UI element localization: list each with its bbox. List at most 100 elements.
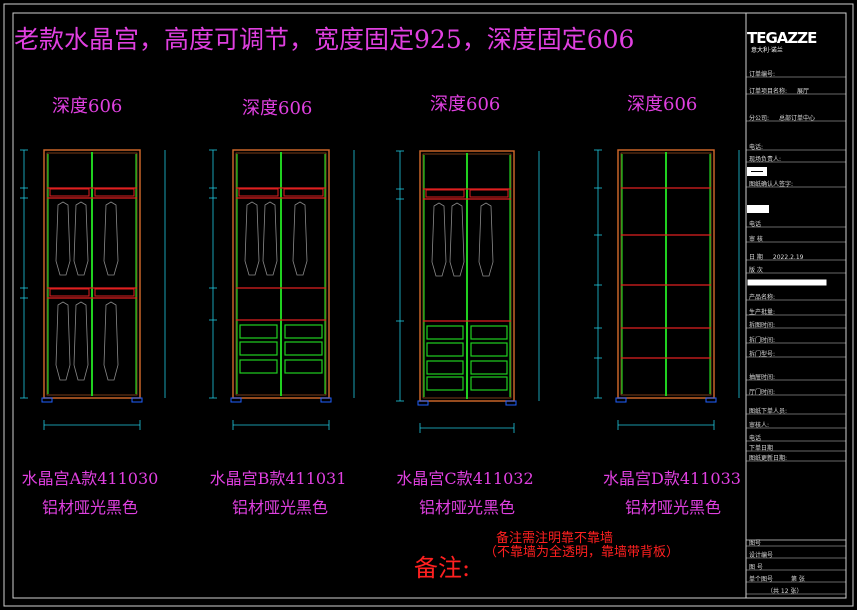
cabinet-b-drawer-left-0 bbox=[239, 324, 278, 339]
inner-border bbox=[12, 12, 847, 599]
tb-row-12: 拆图时间: bbox=[749, 320, 785, 329]
cabinet-d-frame bbox=[617, 149, 715, 399]
tb-row-label: 审核人: bbox=[749, 422, 770, 429]
finish-label-b: 铝材哑光黑色 bbox=[231, 498, 328, 517]
tb-bottom-label: 图号 bbox=[749, 540, 762, 547]
cabinet-b-drawer-right-0 bbox=[284, 324, 323, 339]
tb-row-label: 分公司: bbox=[749, 115, 770, 122]
tb-row-label: 厅门时间: bbox=[749, 389, 776, 396]
cabinet-c-rail-left-0 bbox=[425, 189, 465, 198]
depth-label-c: 深度606 bbox=[430, 94, 501, 115]
tb-row-3: 电话: bbox=[749, 142, 773, 151]
tb-row-14: 拆门型号: bbox=[749, 349, 785, 358]
tb-row-label: 抽屉时间: bbox=[749, 374, 776, 381]
cabinet-b-foot-left bbox=[230, 397, 242, 403]
tb-redact-2 bbox=[747, 205, 769, 213]
tb-row-7: 审 核 bbox=[749, 234, 773, 243]
remark-label: 备注: bbox=[414, 554, 471, 582]
tb-row-label: 图纸确认人签字: bbox=[749, 181, 794, 188]
depth-label-b: 深度606 bbox=[242, 98, 313, 119]
cabinet-d-foot-right bbox=[705, 397, 717, 403]
tb-row-18: 审核人: bbox=[749, 420, 779, 429]
model-label-b: 水晶宫B款411031 bbox=[209, 469, 347, 488]
tb-row-13: 拆门时间: bbox=[749, 335, 785, 344]
tb-row-label: 图纸下单人员: bbox=[749, 408, 788, 415]
tb-row-16: 厅门时间: bbox=[749, 387, 785, 396]
remark-line2: （不靠墙为全透明，靠墙带背板） bbox=[484, 545, 680, 560]
depth-label-d: 深度606 bbox=[627, 94, 698, 115]
tb-row-label: 拆图时间: bbox=[749, 322, 776, 329]
cabinet-a-garment-1-0 bbox=[55, 301, 71, 381]
brand-logo: TEGAZZE 意大利·诺兰 bbox=[747, 29, 817, 54]
cabinet-b-drawer-left-1 bbox=[239, 341, 278, 356]
cabinet-a-rail-right-0 bbox=[94, 188, 135, 197]
tb-row-label: 电话: bbox=[749, 144, 764, 151]
cabinet-b-drawer-right-1 bbox=[284, 341, 323, 356]
tb-bottom-row-1: 设计编号 bbox=[749, 550, 791, 559]
cabinet-a-garment-0-0 bbox=[55, 201, 71, 276]
model-label-c: 水晶宫C款411032 bbox=[396, 469, 534, 488]
tb-redact-3 bbox=[747, 279, 827, 286]
cabinet-b-rail-right-0 bbox=[283, 188, 324, 197]
tb-row-10: 产品名称: bbox=[749, 292, 785, 301]
cabinet-b-garment-0-0 bbox=[244, 201, 260, 276]
tb-redact-1 bbox=[747, 167, 767, 176]
tb-row-0: 订单编号: bbox=[749, 69, 785, 78]
finish-label-c: 铝材哑光黑色 bbox=[418, 498, 515, 517]
tb-row-21: 图纸更新日期: bbox=[749, 453, 797, 462]
tb-bottom-row-0: 图号 bbox=[749, 538, 779, 547]
cabinet-a-rail-left-1 bbox=[49, 288, 90, 297]
cabinet-a-garment-1-2 bbox=[103, 301, 119, 381]
tb-row-label: 现场负责人: bbox=[749, 156, 782, 163]
cabinet-c-drawer-left-0 bbox=[426, 325, 464, 340]
drawing-title: 老款水晶宫，高度可调节，宽度固定925，深度固定606 bbox=[14, 25, 635, 54]
tb-bottom-row-2: 图 号 bbox=[749, 562, 781, 571]
tb-row-1: 订单项目名称: 展厅 bbox=[749, 86, 809, 95]
tb-bottom-row-3: 单个图号第 张 bbox=[749, 574, 805, 583]
tb-row-9: 版 次 bbox=[749, 265, 773, 274]
tb-row-label: 日 期 bbox=[749, 254, 763, 261]
cabinet-b-rail-left-0 bbox=[238, 188, 279, 197]
cabinet-c-drawer-right-2 bbox=[470, 360, 508, 375]
tb-row-20: 下单日期 bbox=[749, 443, 783, 452]
cabinet-c-garment-0-2 bbox=[478, 202, 494, 277]
model-label-a: 水晶宫A款411030 bbox=[21, 469, 159, 488]
tb-row-4: 现场负责人: bbox=[749, 154, 791, 163]
cabinet-c-drawer-right-0 bbox=[470, 325, 508, 340]
cabinet-c-garment-0-1 bbox=[449, 202, 465, 277]
cabinet-b-frame bbox=[232, 149, 330, 399]
cabinet-c-drawer-right-3 bbox=[470, 376, 508, 391]
cabinet-b-foot-right bbox=[320, 397, 332, 403]
tb-bottom-value: （共 12 张） bbox=[767, 588, 803, 595]
cabinet-a-foot-left bbox=[41, 397, 53, 403]
tb-row-19: 电话 bbox=[749, 433, 771, 442]
tb-row-label: 产品名称: bbox=[749, 294, 776, 301]
cabinet-c-rail-right-0 bbox=[469, 189, 509, 198]
cabinet-c-garment-0-0 bbox=[431, 202, 447, 277]
tb-row-value: 展厅 bbox=[797, 88, 810, 95]
tb-row-5: 图纸确认人签字: bbox=[749, 179, 803, 188]
tb-row-label: 下单日期 bbox=[749, 445, 774, 452]
tb-row-label: 订单编号: bbox=[749, 71, 776, 78]
cabinet-c-drawer-left-2 bbox=[426, 360, 464, 375]
tb-row-label: 订单项目名称: bbox=[749, 88, 788, 95]
tb-row-2: 分公司: 总部订单中心 bbox=[749, 113, 815, 122]
tb-bottom-label: 图 号 bbox=[749, 564, 763, 571]
cabinet-a-garment-0-1 bbox=[73, 201, 89, 276]
cabinet-a-rail-right-1 bbox=[94, 288, 135, 297]
cabinet-c-drawer-left-3 bbox=[426, 376, 464, 391]
tb-row-value: 2022.2.19 bbox=[772, 254, 804, 261]
tb-row-label: 生产批量: bbox=[749, 309, 776, 316]
tb-bottom-row-4: （共 12 张） bbox=[749, 586, 802, 595]
outer-border bbox=[3, 3, 854, 607]
remark-line1: 备注需注明靠不靠墙 bbox=[496, 531, 614, 546]
cabinet-a-garment-0-2 bbox=[103, 201, 119, 276]
tb-row-15: 抽屉时间: bbox=[749, 372, 785, 381]
tb-row-17: 图纸下单人员: bbox=[749, 406, 797, 415]
cabinet-a-garment-1-1 bbox=[73, 301, 89, 381]
tb-row-label: 拆门时间: bbox=[749, 337, 776, 344]
tb-row-8: 日 期 2022.2.19 bbox=[749, 252, 803, 261]
tb-row-11: 生产批量: bbox=[749, 307, 785, 316]
tb-row-value: 总部订单中心 bbox=[779, 115, 816, 122]
finish-label-a: 铝材哑光黑色 bbox=[41, 498, 138, 517]
